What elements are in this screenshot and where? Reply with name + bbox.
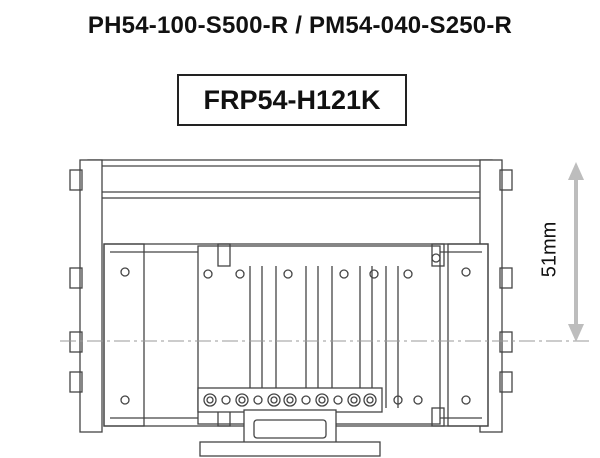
bottom-connector bbox=[197, 387, 383, 413]
model-label-box: FRP54-H121K bbox=[177, 74, 407, 126]
page-title: PH54-100-S500-R / PM54-040-S250-R bbox=[87, 12, 513, 39]
left-end-cap bbox=[103, 243, 145, 427]
bottom-mount bbox=[243, 409, 337, 447]
dimension-arrow bbox=[568, 162, 584, 342]
left-side-frame bbox=[79, 159, 103, 433]
right-end-cap bbox=[447, 243, 489, 427]
dimension-label: 51mm bbox=[538, 221, 561, 278]
